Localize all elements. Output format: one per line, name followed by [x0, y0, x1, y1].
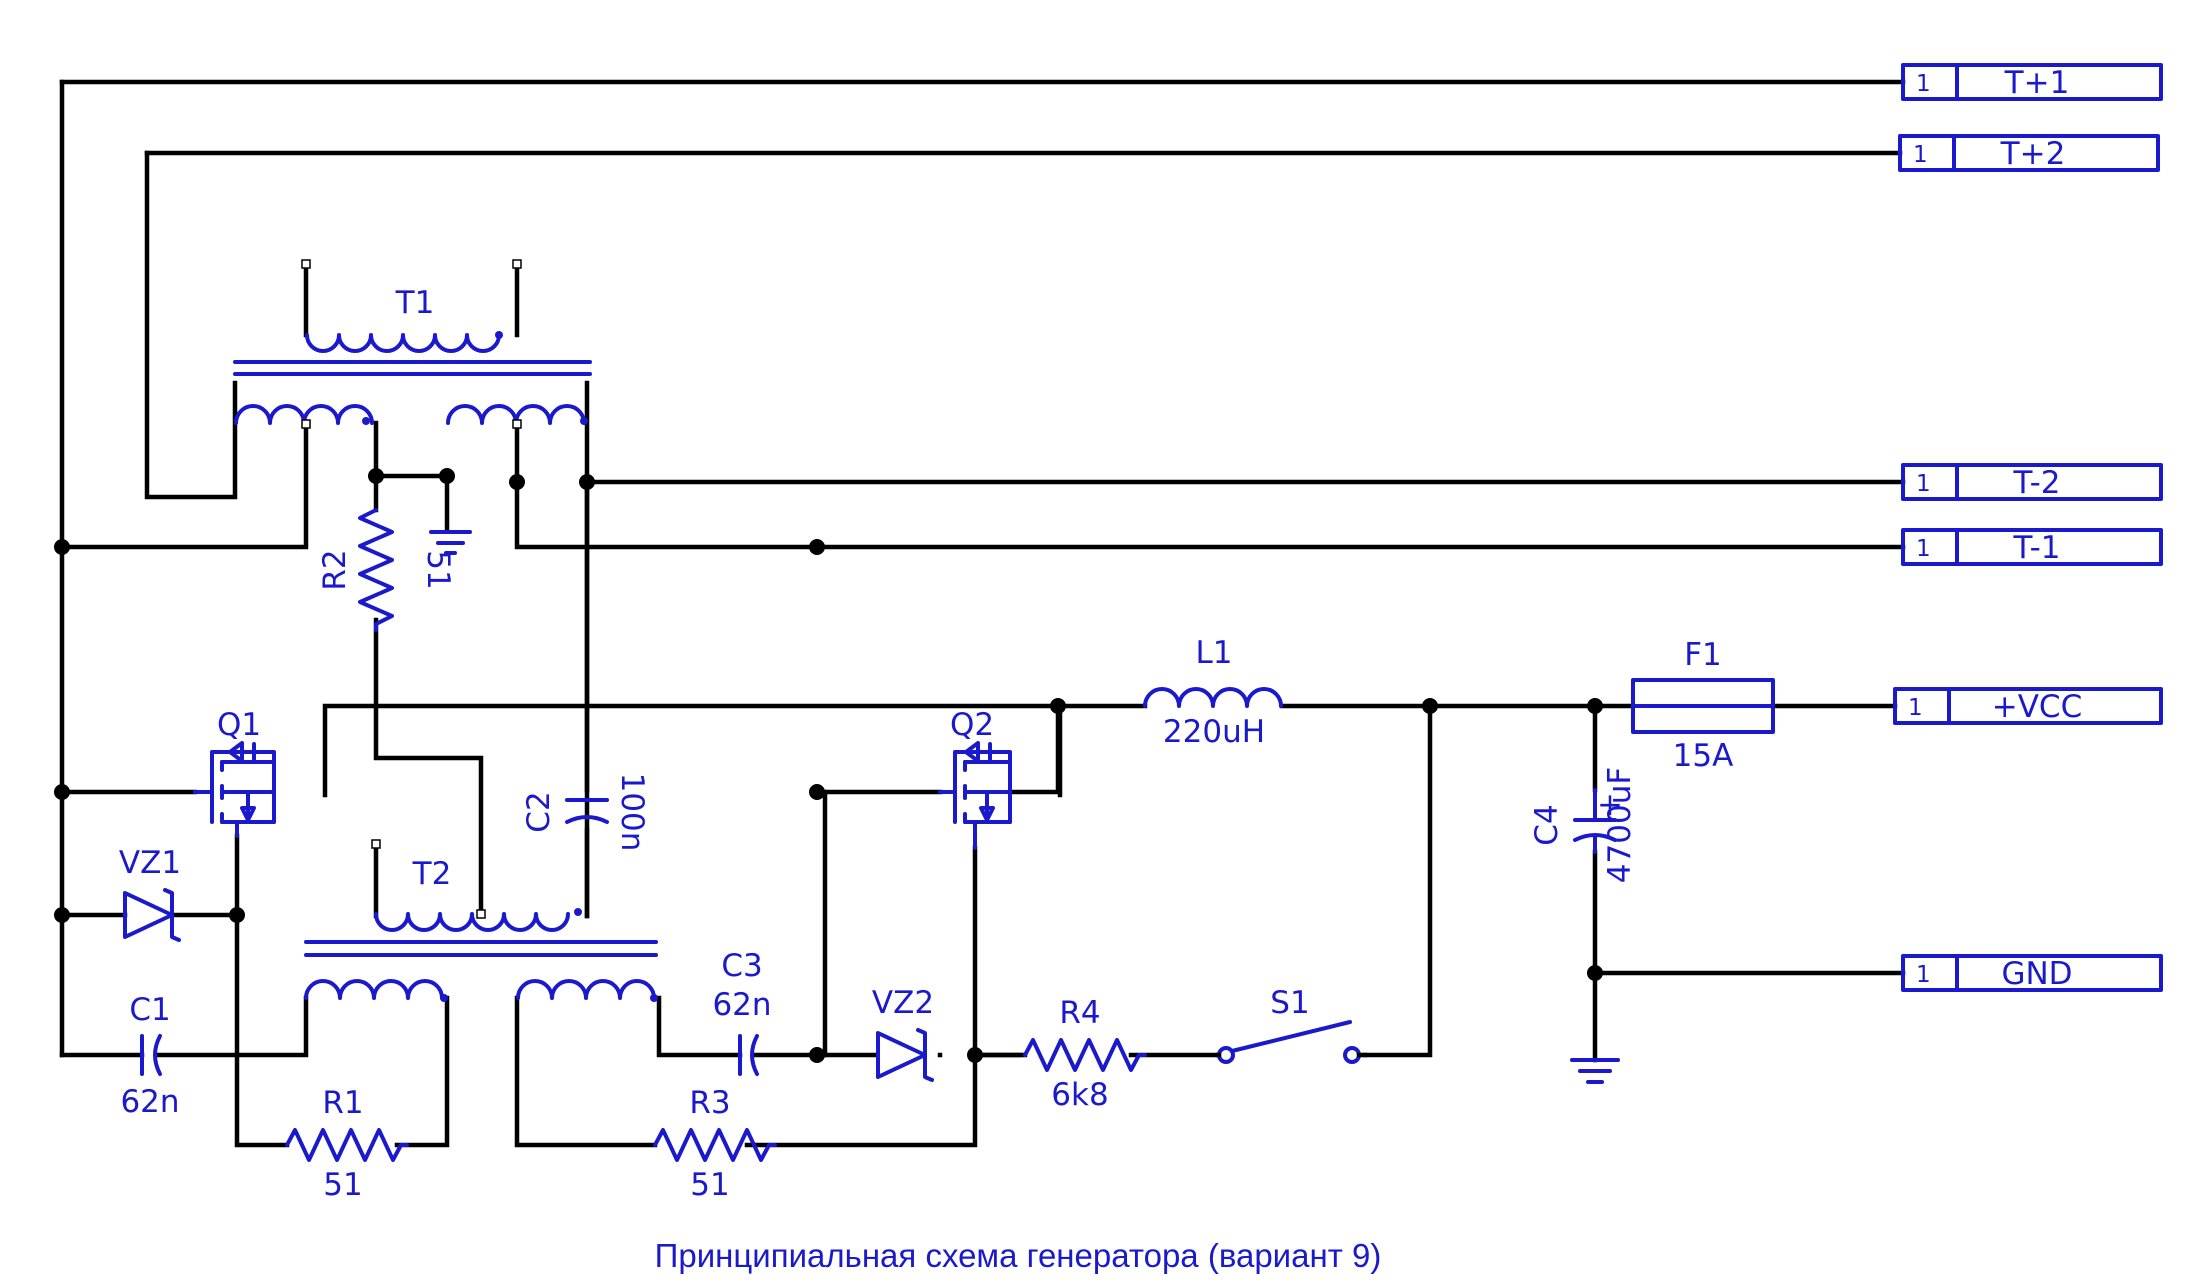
capacitor-c3: C3 62n	[712, 948, 772, 1076]
l1-ref: L1	[1196, 635, 1233, 671]
c1-value: 62n	[120, 1084, 179, 1120]
junctions	[54, 468, 1603, 1063]
capacitor-c1: C1 62n	[120, 992, 179, 1120]
connector-t-plus-1: 1 T+1	[1901, 63, 2163, 101]
inductor-icon	[1143, 687, 1283, 708]
r2-value: 51	[420, 550, 456, 589]
resistor-icon	[1023, 1038, 1147, 1072]
switch-s1: S1	[1215, 985, 1368, 1064]
c4-ref: C4	[1529, 804, 1565, 845]
vz2-ref: VZ2	[872, 985, 934, 1021]
t1-ref: T1	[395, 285, 435, 321]
c3-value: 62n	[712, 987, 771, 1023]
vz1-ref: VZ1	[119, 845, 181, 881]
s1-ref: S1	[1270, 985, 1309, 1021]
connector-label: T-1	[2013, 530, 2061, 566]
mosfet-q2: Q2	[938, 707, 1012, 850]
connector-icon	[1901, 63, 2163, 101]
connector-icon	[1898, 134, 2160, 172]
mosfet-icon	[938, 741, 1012, 850]
r1-value: 51	[323, 1167, 362, 1203]
connector-icon	[1901, 954, 2163, 992]
capacitor-icon	[565, 798, 609, 824]
polarized-capacitor-icon	[1573, 788, 1617, 854]
connector-label: +VCC	[1992, 689, 2082, 725]
c4-value: 4700uF	[1602, 767, 1638, 883]
connector-t-minus-2: 1 T-2	[1901, 463, 2163, 501]
zener-diode-icon	[123, 888, 181, 942]
zener-vz2: VZ2	[872, 985, 934, 1082]
r3-value: 51	[690, 1167, 729, 1203]
wires	[59, 79, 1906, 1148]
fuse-icon	[1631, 678, 1775, 734]
connector-pin: 1	[1913, 142, 1928, 168]
l1-value: 220uH	[1163, 714, 1265, 750]
connector-pin: 1	[1916, 471, 1931, 497]
q2-ref: Q2	[950, 707, 994, 743]
c2-value: 100n	[614, 773, 650, 852]
c1-ref: C1	[129, 992, 170, 1028]
resistor-r1: R1 51	[285, 1085, 409, 1203]
f1-ref: F1	[1684, 637, 1722, 673]
connector-pin: 1	[1908, 695, 1923, 721]
resistor-icon	[285, 1128, 409, 1162]
capacitor-icon	[140, 1034, 162, 1076]
r3-ref: R3	[689, 1085, 730, 1121]
connector-t-plus-2: 1 T+2	[1898, 134, 2160, 172]
transformer-t1: T1	[233, 259, 592, 429]
connector-icon	[1893, 687, 2163, 725]
connector-icon	[1901, 528, 2163, 566]
transformer-icon	[304, 839, 658, 1002]
connector-label: T+2	[2000, 136, 2066, 172]
connector-gnd: 1 GND	[1901, 954, 2163, 992]
capacitor-c4: + C4 4700uF	[1529, 767, 1638, 883]
connector-pin: 1	[1916, 71, 1931, 97]
c3-ref: C3	[721, 948, 762, 984]
mosfet-q1: Q1	[193, 707, 276, 838]
resistor-r3: R3 51	[653, 1085, 777, 1203]
q1-ref: Q1	[217, 707, 261, 743]
transformer-t2: T2	[304, 839, 658, 1002]
connector-vcc: 1 +VCC	[1893, 687, 2163, 725]
f1-value: 15A	[1673, 738, 1734, 774]
connector-label: T-2	[2013, 465, 2061, 501]
resistor-r4: R4 6k8	[1023, 995, 1147, 1113]
c2-ref: C2	[521, 791, 557, 832]
c4-polarity: +	[1597, 787, 1623, 823]
inductor-l1: L1 220uH	[1143, 635, 1283, 750]
mosfet-icon	[193, 741, 276, 838]
capacitor-c2: C2 100n	[521, 773, 650, 852]
t2-ref: T2	[412, 856, 452, 892]
switch-icon	[1215, 1020, 1368, 1064]
resistor-icon	[358, 508, 394, 632]
resistor-icon	[653, 1128, 777, 1162]
diagram-caption: Принципиальная схема генератора (вариант…	[655, 1237, 1382, 1274]
connector-label: T+1	[2004, 65, 2070, 101]
zener-diode-icon	[876, 1028, 934, 1082]
r1-ref: R1	[322, 1085, 363, 1121]
connector-label: GND	[2001, 956, 2072, 992]
r4-value: 6k8	[1051, 1077, 1108, 1113]
fuse-f1: F1 15A	[1631, 637, 1775, 774]
connector-t-minus-1: 1 T-1	[1901, 528, 2163, 566]
connector-pin: 1	[1916, 536, 1931, 562]
connector-pin: 1	[1916, 962, 1931, 988]
transformer-icon	[233, 259, 592, 429]
zener-vz1: VZ1	[119, 845, 181, 942]
capacitor-icon	[738, 1034, 759, 1076]
ground-icon	[429, 530, 472, 555]
ground-icon	[1570, 1058, 1620, 1084]
r2-ref: R2	[317, 549, 353, 590]
r4-ref: R4	[1059, 995, 1100, 1031]
connector-icon	[1901, 463, 2163, 501]
resistor-r2: R2 51	[317, 508, 456, 632]
